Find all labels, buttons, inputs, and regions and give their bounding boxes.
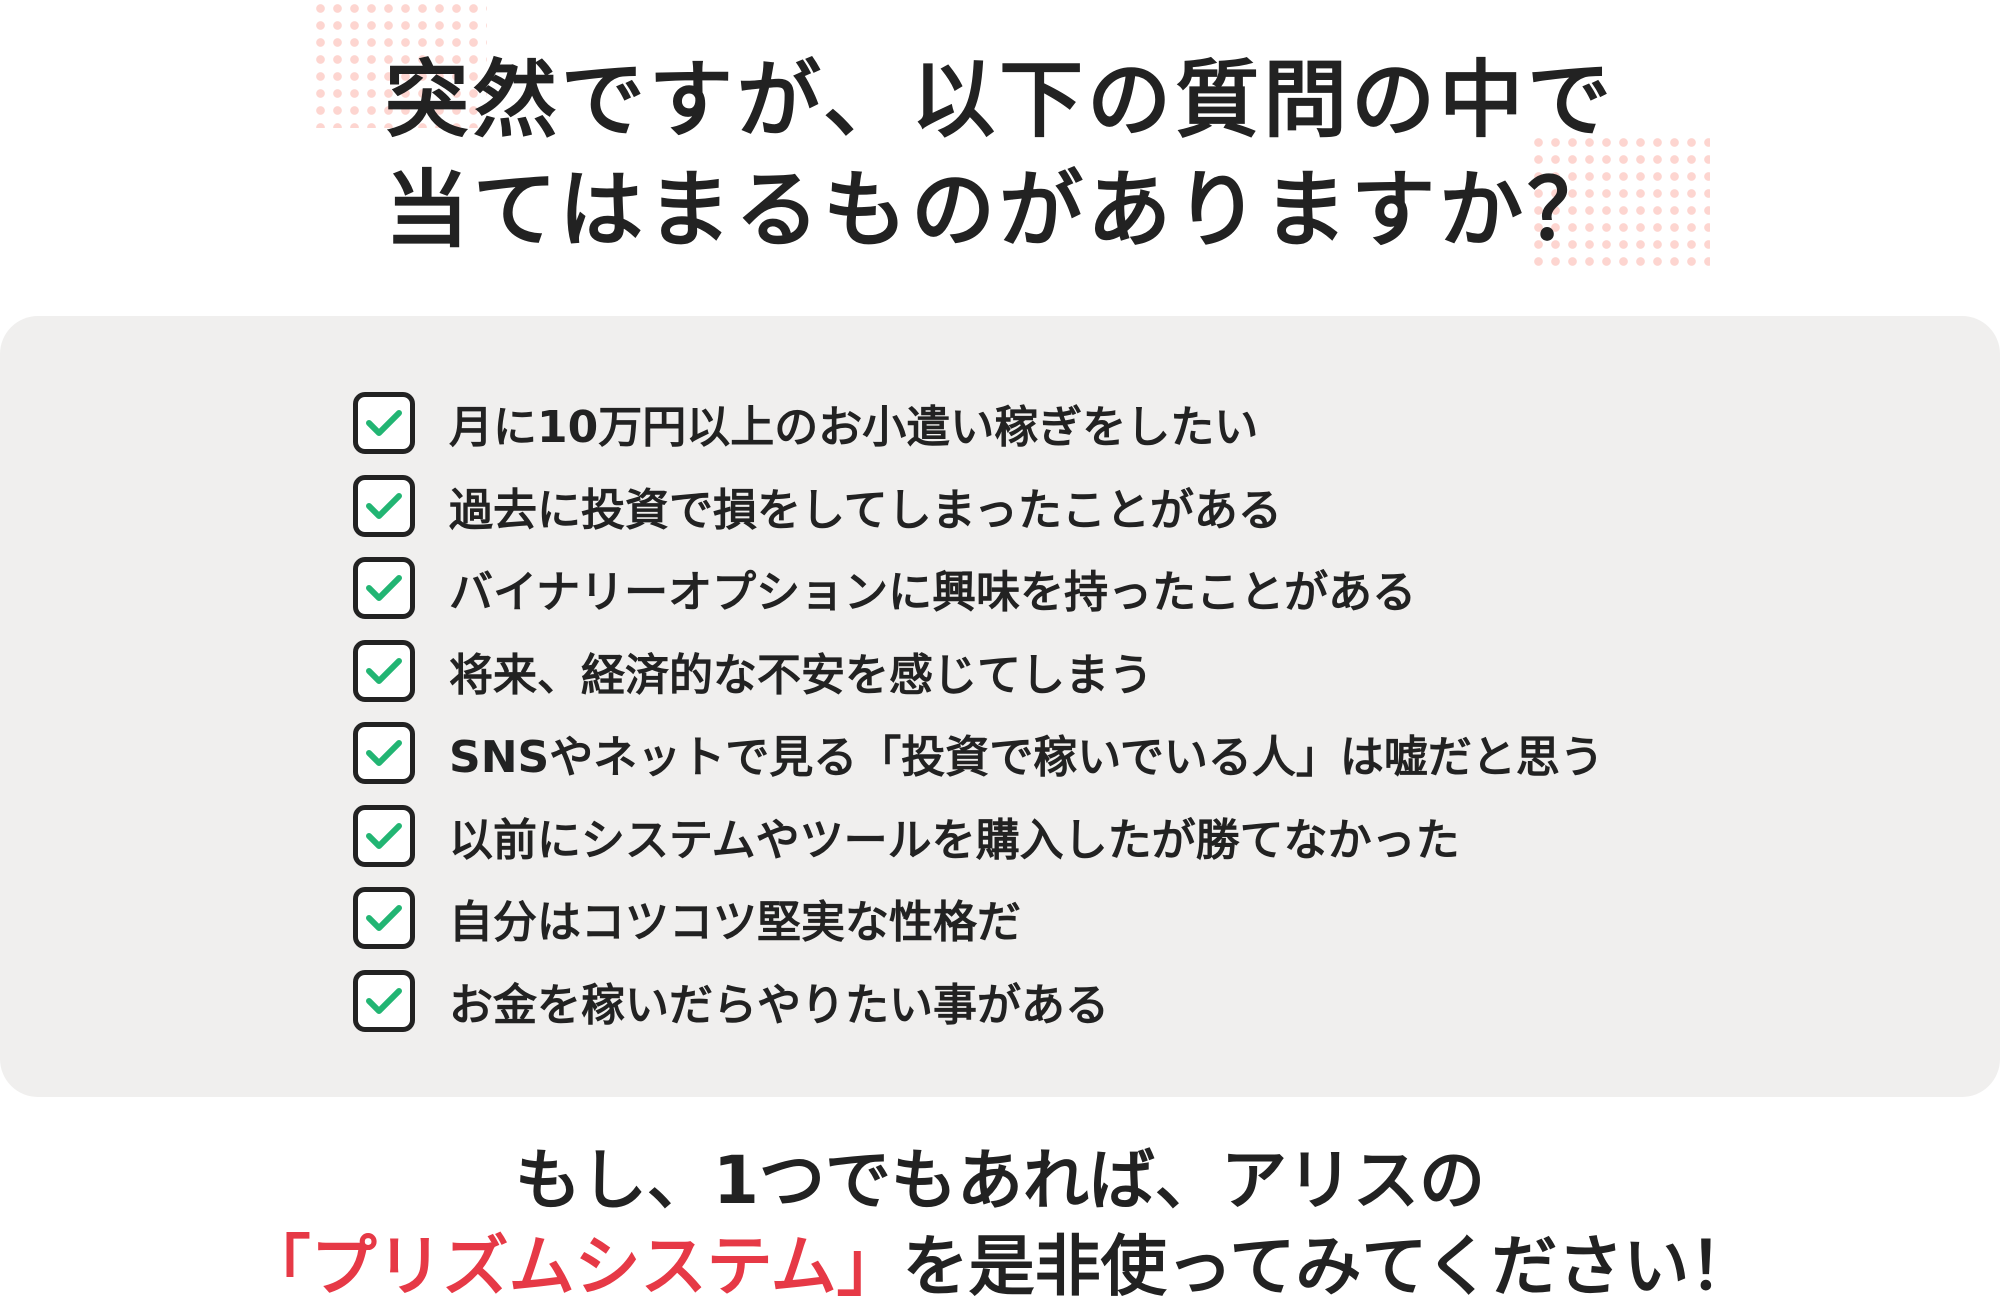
- checklist-item: 月に10万円以上のお小遣い稼ぎをしたい: [353, 392, 1258, 454]
- checklist-panel: [0, 316, 2000, 1097]
- checkmark-icon: [366, 740, 402, 766]
- checkmark-icon: [366, 410, 402, 436]
- checkmark-icon: [366, 492, 402, 519]
- checklist-item-label: 自分はコツコツ堅実な性格だ: [449, 897, 1021, 948]
- checklist-item: お金を稼いだらやりたい事がある: [353, 969, 1109, 1032]
- checkbox[interactable]: [353, 474, 415, 537]
- checklist-item: バイナリーオプションに興味を持ったことがある: [353, 557, 1416, 619]
- footer-line-1: もし、1つでもあれば、アリスの: [515, 1142, 1485, 1219]
- checklist-item-label: SNSやネットで見る「投資で稼いでいる人」は嘘だと思う: [449, 732, 1604, 783]
- checkbox[interactable]: [353, 804, 415, 867]
- heading-line-1: 突然ですが、以下の質問の中で: [384, 51, 1616, 149]
- checklist-item: 自分はコツコツ堅実な性格だ: [353, 887, 1021, 949]
- footer-line-2: 「プリズムシステム」を是非使ってみてください！: [0, 1234, 2000, 1300]
- heading-line-2: 当てはまるものがありますか？: [384, 161, 1616, 259]
- checklist-item-label: お金を稼いだらやりたい事がある: [449, 979, 1109, 1031]
- checkbox[interactable]: [353, 557, 415, 619]
- checklist-item-label: 月に10万円以上のお小遣い稼ぎをしたい: [449, 402, 1259, 453]
- checklist-item: 将来、経済的な不安を感じてしまう: [353, 639, 1153, 702]
- checkbox[interactable]: [353, 722, 415, 784]
- checkbox[interactable]: [353, 969, 415, 1032]
- checklist-item-label: バイナリーオプションに興味を持ったことがある: [449, 567, 1417, 618]
- checkbox[interactable]: [353, 887, 415, 949]
- checklist-item-label: 将来、経済的な不安を感じてしまう: [449, 649, 1153, 701]
- checklist-item: 過去に投資で損をしてしまったことがある: [353, 474, 1282, 537]
- checkmark-icon: [366, 987, 402, 1014]
- checkbox[interactable]: [353, 392, 415, 454]
- checkbox[interactable]: [353, 639, 415, 702]
- checklist-item-label: 過去に投資で損をしてしまったことがある: [449, 484, 1282, 536]
- checkmark-icon: [366, 657, 402, 684]
- product-name: 「プリズムシステム」: [244, 1228, 903, 1305]
- decorative-dots-left: [312, 0, 487, 128]
- checklist-item: SNSやネットで見る「投資で稼いでいる人」は嘘だと思う: [353, 722, 1604, 784]
- checkmark-icon: [366, 822, 402, 849]
- decorative-dots-right: [1530, 134, 1710, 268]
- checkmark-icon: [366, 575, 402, 601]
- checkmark-icon: [366, 905, 402, 931]
- footer-call-to-action: を是非使ってみてください！: [902, 1228, 1756, 1305]
- checklist-item-label: 以前にシステムやツールを購入したが勝てなかった: [449, 814, 1460, 866]
- checklist-item: 以前にシステムやツールを購入したが勝てなかった: [353, 804, 1460, 867]
